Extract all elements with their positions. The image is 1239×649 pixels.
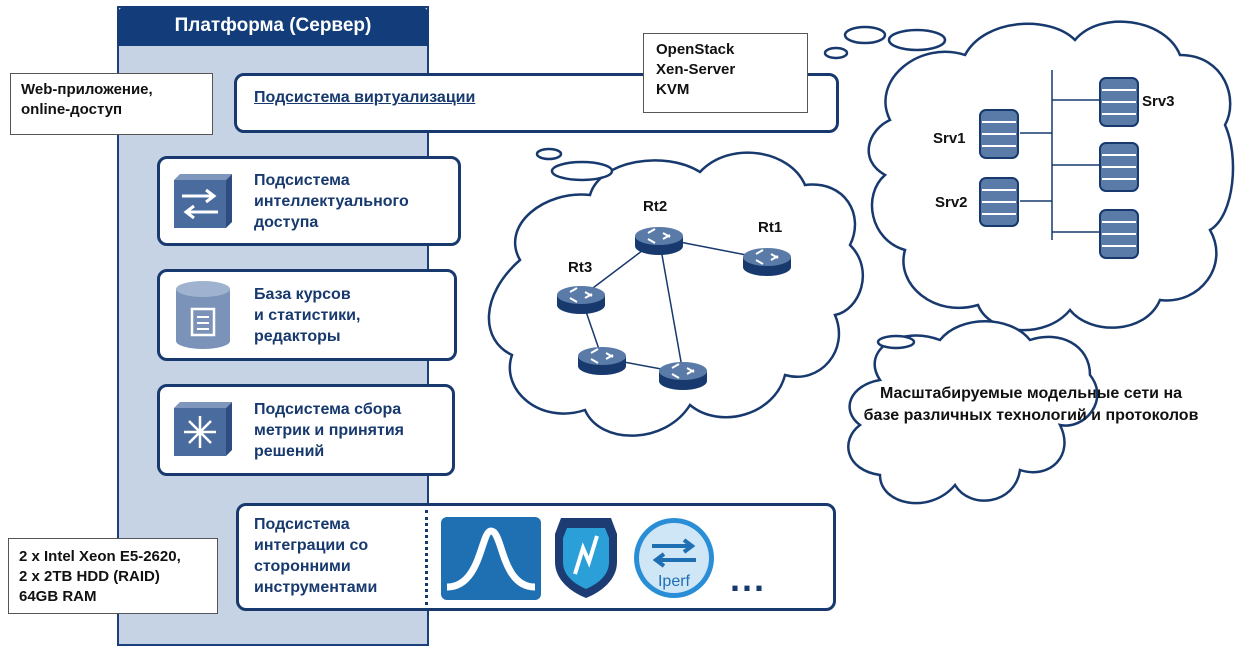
router-bottom-right <box>659 362 707 390</box>
integration-line-4: инструментами <box>254 579 378 596</box>
iperf-icon: Iperf <box>634 518 714 598</box>
courses-line-1: База курсов <box>254 286 351 303</box>
server-label-srv1: Srv1 <box>933 130 966 147</box>
bubble-3 <box>823 46 849 60</box>
virtualization-label: Подсистема виртуализации <box>254 89 476 106</box>
bubble-4 <box>843 25 887 45</box>
courses-line-2: и статистики, <box>254 307 361 324</box>
server-mid <box>1099 142 1139 192</box>
server-srv1 <box>979 109 1019 159</box>
switch-arrows-icon <box>174 174 232 228</box>
integration-divider <box>425 510 428 605</box>
router-rt2 <box>635 227 683 255</box>
server-srv2 <box>979 177 1019 227</box>
integration-text: Подсистема интеграции со сторонними инст… <box>254 514 377 598</box>
bubble-2 <box>550 160 614 182</box>
bubble-1 <box>535 147 563 161</box>
virt-tech-kvm: KVM <box>656 81 690 98</box>
web-access-note: Web-приложение, online-доступ <box>10 73 213 135</box>
caption-line-2: базе различных технологий и протоколов <box>863 407 1199 424</box>
empty-cloud <box>847 320 1099 505</box>
database-icon <box>176 281 230 349</box>
web-note-line-2: online-доступ <box>21 101 123 118</box>
integration-line-3: сторонними <box>254 558 351 575</box>
server-bottom <box>1099 209 1139 259</box>
access-line-1: Подсистема <box>254 172 350 189</box>
iperf-label: Iperf <box>658 573 691 590</box>
platform-title: Платформа (Сервер) <box>174 15 372 36</box>
server-cloud <box>867 20 1235 332</box>
courses-line-3: редакторы <box>254 328 341 345</box>
router-bottom-left <box>578 347 626 375</box>
hardware-note: 2 x Intel Xeon E5-2620, 2 x 2TB HDD (RAI… <box>8 538 218 614</box>
server-label-srv2: Srv2 <box>935 194 968 211</box>
router-network-cloud <box>487 151 865 437</box>
integration-line-2: интеграции со <box>254 537 369 554</box>
hardware-line-1: 2 x Intel Xeon E5-2620, <box>19 548 181 565</box>
hardware-line-2: 2 x 2TB HDD (RAID) <box>19 568 160 585</box>
router-rt3 <box>557 286 605 314</box>
shield-icon <box>555 518 617 598</box>
virt-tech-xen: Xen-Server <box>656 61 736 78</box>
server-label-srv3: Srv3 <box>1142 93 1175 110</box>
router-label-rt3: Rt3 <box>568 259 593 276</box>
access-line-3: доступа <box>254 214 319 231</box>
virt-tech-openstack: OpenStack <box>656 41 735 58</box>
metrics-line-2: метрик и принятия <box>254 422 404 439</box>
web-note-line-1: Web-приложение, <box>21 81 153 98</box>
platform-header: Платформа (Сервер) <box>117 6 429 46</box>
courses-db-text: База курсов и статистики, редакторы <box>254 284 360 347</box>
bubble-6 <box>876 334 916 350</box>
server-srv3 <box>1099 77 1139 127</box>
network-caption: Масштабируемые модельные сети на базе ра… <box>826 383 1236 427</box>
access-subsystem-text: Подсистема интеллектуального доступа <box>254 170 409 233</box>
metrics-line-1: Подсистема сбора <box>254 401 402 418</box>
caption-line-1: Масштабируемые модельные сети на <box>879 385 1183 402</box>
integration-line-1: Подсистема <box>254 516 350 533</box>
router-rt1 <box>743 248 791 276</box>
metrics-text: Подсистема сбора метрик и принятия решен… <box>254 399 404 462</box>
virtualization-tech-note: OpenStack Xen-Server KVM <box>643 33 808 113</box>
router-label-rt2: Rt2 <box>643 198 668 215</box>
hub-icon <box>174 402 232 456</box>
wireshark-icon <box>441 517 541 600</box>
hardware-line-3: 64GB RAM <box>19 588 97 605</box>
bubble-5 <box>887 28 947 52</box>
metrics-line-3: решений <box>254 443 325 460</box>
more-tools-ellipsis: ... <box>730 558 767 599</box>
access-line-2: интеллектуального <box>254 193 409 210</box>
router-label-rt1: Rt1 <box>758 219 783 236</box>
